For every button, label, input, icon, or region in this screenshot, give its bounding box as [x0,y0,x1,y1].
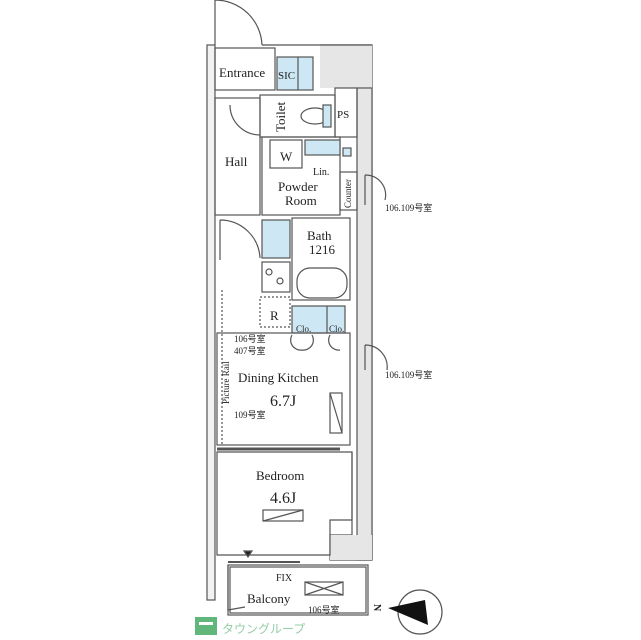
bedroom-room [216,451,353,556]
sic-storage [276,56,314,91]
label-dining-kitchen: Dining Kitchen [238,370,319,385]
gray-column [320,45,372,88]
dining-kitchen-room [216,332,351,446]
gray-corner [330,535,372,560]
balcony [227,564,369,616]
note-106-109-a: 106.109号室 [385,202,432,213]
label-washer: W [280,149,293,164]
label-closet-1: Clo. [296,324,311,334]
note-106-balcony: 106号室 [308,604,340,615]
bedroom-aircon [262,509,304,522]
counter [339,171,358,211]
label-balcony: Balcony [247,591,291,606]
left-wall [206,44,216,601]
side-door [364,174,387,205]
bathtub [296,267,348,299]
kitchen-sink [261,219,291,259]
ps-shaft [334,87,358,138]
logo-text: タウングループ [222,622,305,636]
side-door-2 [364,344,388,371]
hall [214,97,261,216]
label-fix: FIX [276,573,293,584]
compass-arrow-icon [388,600,428,625]
label-dining-kitchen-size: 6.7J [270,393,296,410]
label-linen: Lin. [313,167,329,178]
sink [304,139,341,156]
stove [261,261,291,293]
label-hall: Hall [225,154,248,169]
label-sic: SIC [278,70,295,82]
label-closet-2: Clo. [329,324,344,334]
bath-room [291,217,351,301]
window-marker [242,550,254,559]
outdoor-unit [304,581,344,596]
logo: タウングループ [195,617,305,636]
label-bath: Bath [307,228,332,243]
label-picture-rail: Picture Rail [221,361,231,404]
note-106: 106号室 [234,333,266,344]
aircon [329,392,343,434]
label-bath-size: 1216 [309,242,336,257]
refrigerator-space [259,296,291,328]
gray-column-right [356,87,373,561]
label-ps: PS [337,109,349,121]
label-bedroom-size: 4.6J [270,490,296,507]
label-entrance: Entrance [219,65,265,80]
compass-label: N [371,604,382,612]
label-powder-room-1: Powder [278,179,318,194]
entrance-door [214,0,263,46]
label-powder-room-2: Room [285,193,317,208]
note-407: 407号室 [234,345,266,356]
label-counter: Counter [343,179,353,208]
washer-space [269,139,303,169]
label-bedroom: Bedroom [256,468,304,483]
label-refrigerator: R [270,308,279,323]
note-109: 109号室 [234,409,266,420]
entrance-room [214,47,276,91]
note-106-109-b: 106.109号室 [385,369,432,380]
label-toilet: Toilet [273,101,288,132]
